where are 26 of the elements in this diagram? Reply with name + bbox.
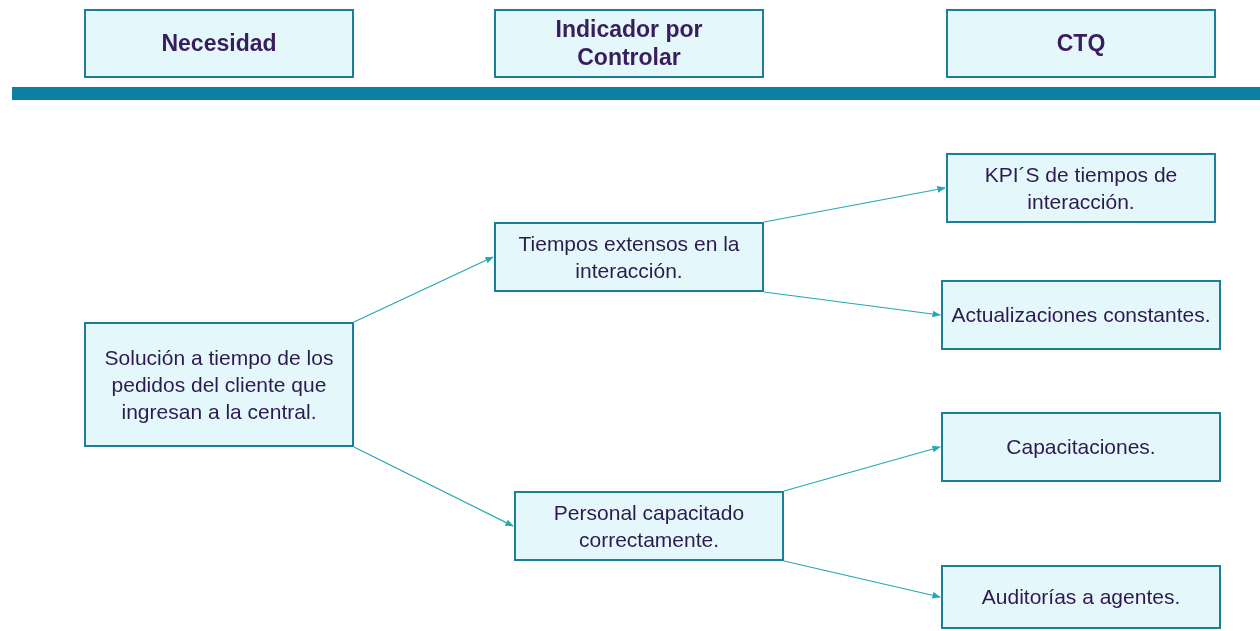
process-box bbox=[494, 222, 764, 292]
process-box bbox=[941, 565, 1221, 629]
arrow bbox=[763, 186, 946, 223]
process-box bbox=[84, 322, 354, 447]
process-box bbox=[946, 153, 1216, 223]
arrow bbox=[763, 291, 941, 318]
arrow bbox=[353, 446, 514, 527]
arrow bbox=[783, 445, 941, 492]
box-text: Capacitaciones. bbox=[1006, 434, 1156, 461]
column-heading: Necesidad bbox=[161, 29, 277, 58]
box-text: Personal capacitado correctamente. bbox=[552, 499, 746, 553]
process-box bbox=[941, 280, 1221, 350]
header-box bbox=[84, 9, 354, 78]
column-heading: CTQ bbox=[1056, 29, 1106, 58]
header-box bbox=[946, 9, 1216, 78]
header-box bbox=[494, 9, 764, 78]
box-text: Actualizaciones constantes. bbox=[951, 302, 1211, 329]
box-text: Solución a tiempo de los pedidos del cliente que ingresan a la central. bbox=[103, 344, 335, 426]
box-text: Tiempos extensos en la interacción. bbox=[517, 230, 741, 284]
box-text: KPI´S de tiempos de interacción. bbox=[983, 161, 1179, 215]
column-heading: Indicador por Controlar bbox=[554, 15, 704, 72]
process-box bbox=[941, 412, 1221, 482]
arrow bbox=[783, 560, 941, 599]
box-text: Auditorías a agentes. bbox=[981, 584, 1181, 611]
arrow bbox=[353, 256, 494, 323]
process-box bbox=[514, 491, 784, 561]
